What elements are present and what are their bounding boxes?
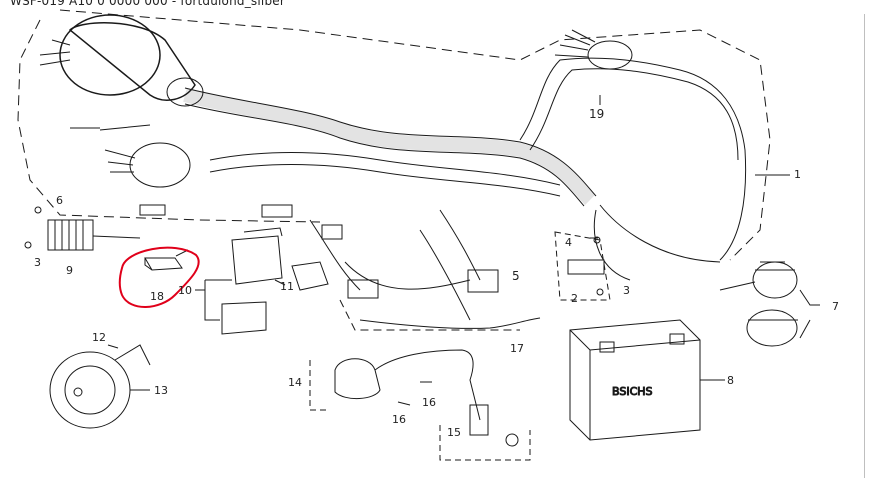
page-caption: WSF-019 A10 0 0000 000 - fortdulond_silb… bbox=[10, 0, 285, 8]
wire-17 bbox=[359, 317, 541, 329]
bolts bbox=[107, 237, 598, 406]
label-1: 1 bbox=[794, 168, 801, 181]
label-18: 18 bbox=[150, 290, 164, 303]
label-14: 14 bbox=[288, 376, 302, 389]
label-5: 5 bbox=[512, 269, 520, 283]
label-16-right: 16 bbox=[422, 396, 436, 409]
harness-outline bbox=[17, 19, 321, 223]
label-7: 7 bbox=[832, 300, 839, 313]
main-harness-trunk bbox=[183, 57, 747, 281]
bracket-2-part bbox=[554, 231, 611, 301]
frame-border bbox=[864, 14, 865, 478]
horn-13-part bbox=[49, 344, 151, 429]
leader-lines bbox=[130, 95, 820, 391]
label-3-right: 3 bbox=[623, 284, 630, 297]
part-number-labels: 1 2 3 3 4 5 6 7 8 9 10 11 12 13 14 15 16… bbox=[34, 107, 839, 439]
middle-connectors bbox=[261, 204, 499, 321]
label-3-left: 3 bbox=[34, 256, 41, 269]
label-16-left: 16 bbox=[392, 413, 406, 426]
label-8: 8 bbox=[727, 374, 734, 387]
cdi-unit-10 bbox=[204, 227, 329, 335]
left-connectors bbox=[70, 124, 191, 216]
part-18-relay bbox=[144, 249, 189, 271]
label-15: 15 bbox=[447, 426, 461, 439]
label-13: 13 bbox=[154, 384, 168, 397]
label-4: 4 bbox=[565, 236, 572, 249]
highlight-circle bbox=[118, 246, 200, 308]
ignition-coil-part bbox=[39, 14, 204, 107]
harness-outline-top bbox=[59, 9, 771, 261]
label-19: 19 bbox=[589, 107, 604, 121]
part-7-component bbox=[719, 261, 798, 347]
connector-19-part bbox=[554, 29, 633, 70]
regulator-9-part bbox=[24, 206, 141, 251]
plug-cap-15 bbox=[439, 404, 531, 461]
label-6: 6 bbox=[56, 194, 63, 207]
label-10: 10 bbox=[178, 284, 192, 297]
battery-text: BSICHS bbox=[612, 385, 653, 398]
ignition-coil-14 bbox=[309, 349, 481, 421]
label-12: 12 bbox=[92, 331, 106, 344]
label-11: 11 bbox=[280, 280, 294, 293]
battery-8-part bbox=[569, 319, 701, 441]
label-2: 2 bbox=[571, 292, 578, 305]
wire-17-frame bbox=[339, 299, 520, 331]
label-9: 9 bbox=[66, 264, 73, 277]
label-17: 17 bbox=[510, 342, 524, 355]
